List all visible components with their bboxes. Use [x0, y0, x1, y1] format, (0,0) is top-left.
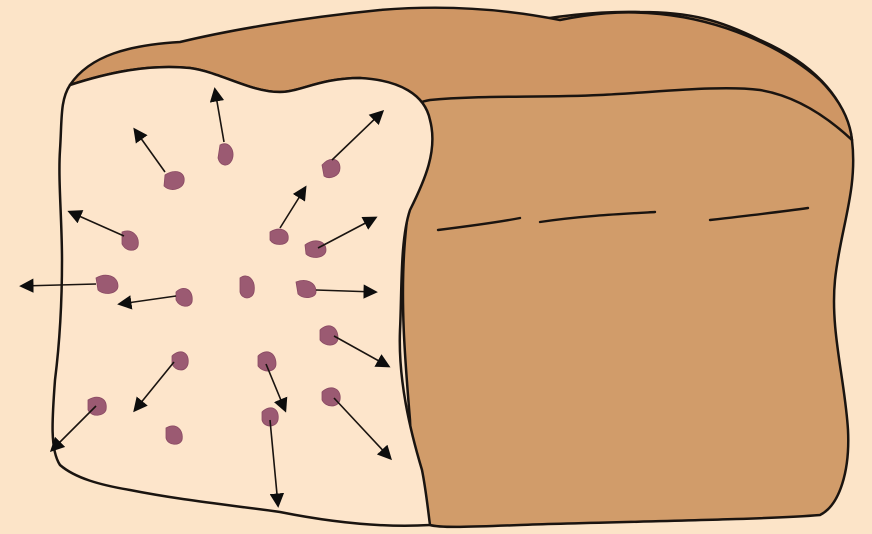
gas-bubble [320, 326, 338, 345]
gas-bubble [164, 171, 184, 189]
gas-bubble [176, 288, 192, 306]
gas-bubble [322, 388, 340, 406]
gas-bubble [96, 275, 118, 293]
gas-bubble [88, 397, 106, 415]
gas-bubble [218, 144, 233, 165]
gas-bubble [322, 159, 340, 177]
gas-bubble [305, 241, 326, 258]
gas-bubble [270, 229, 288, 244]
gas-bubble [172, 352, 188, 370]
